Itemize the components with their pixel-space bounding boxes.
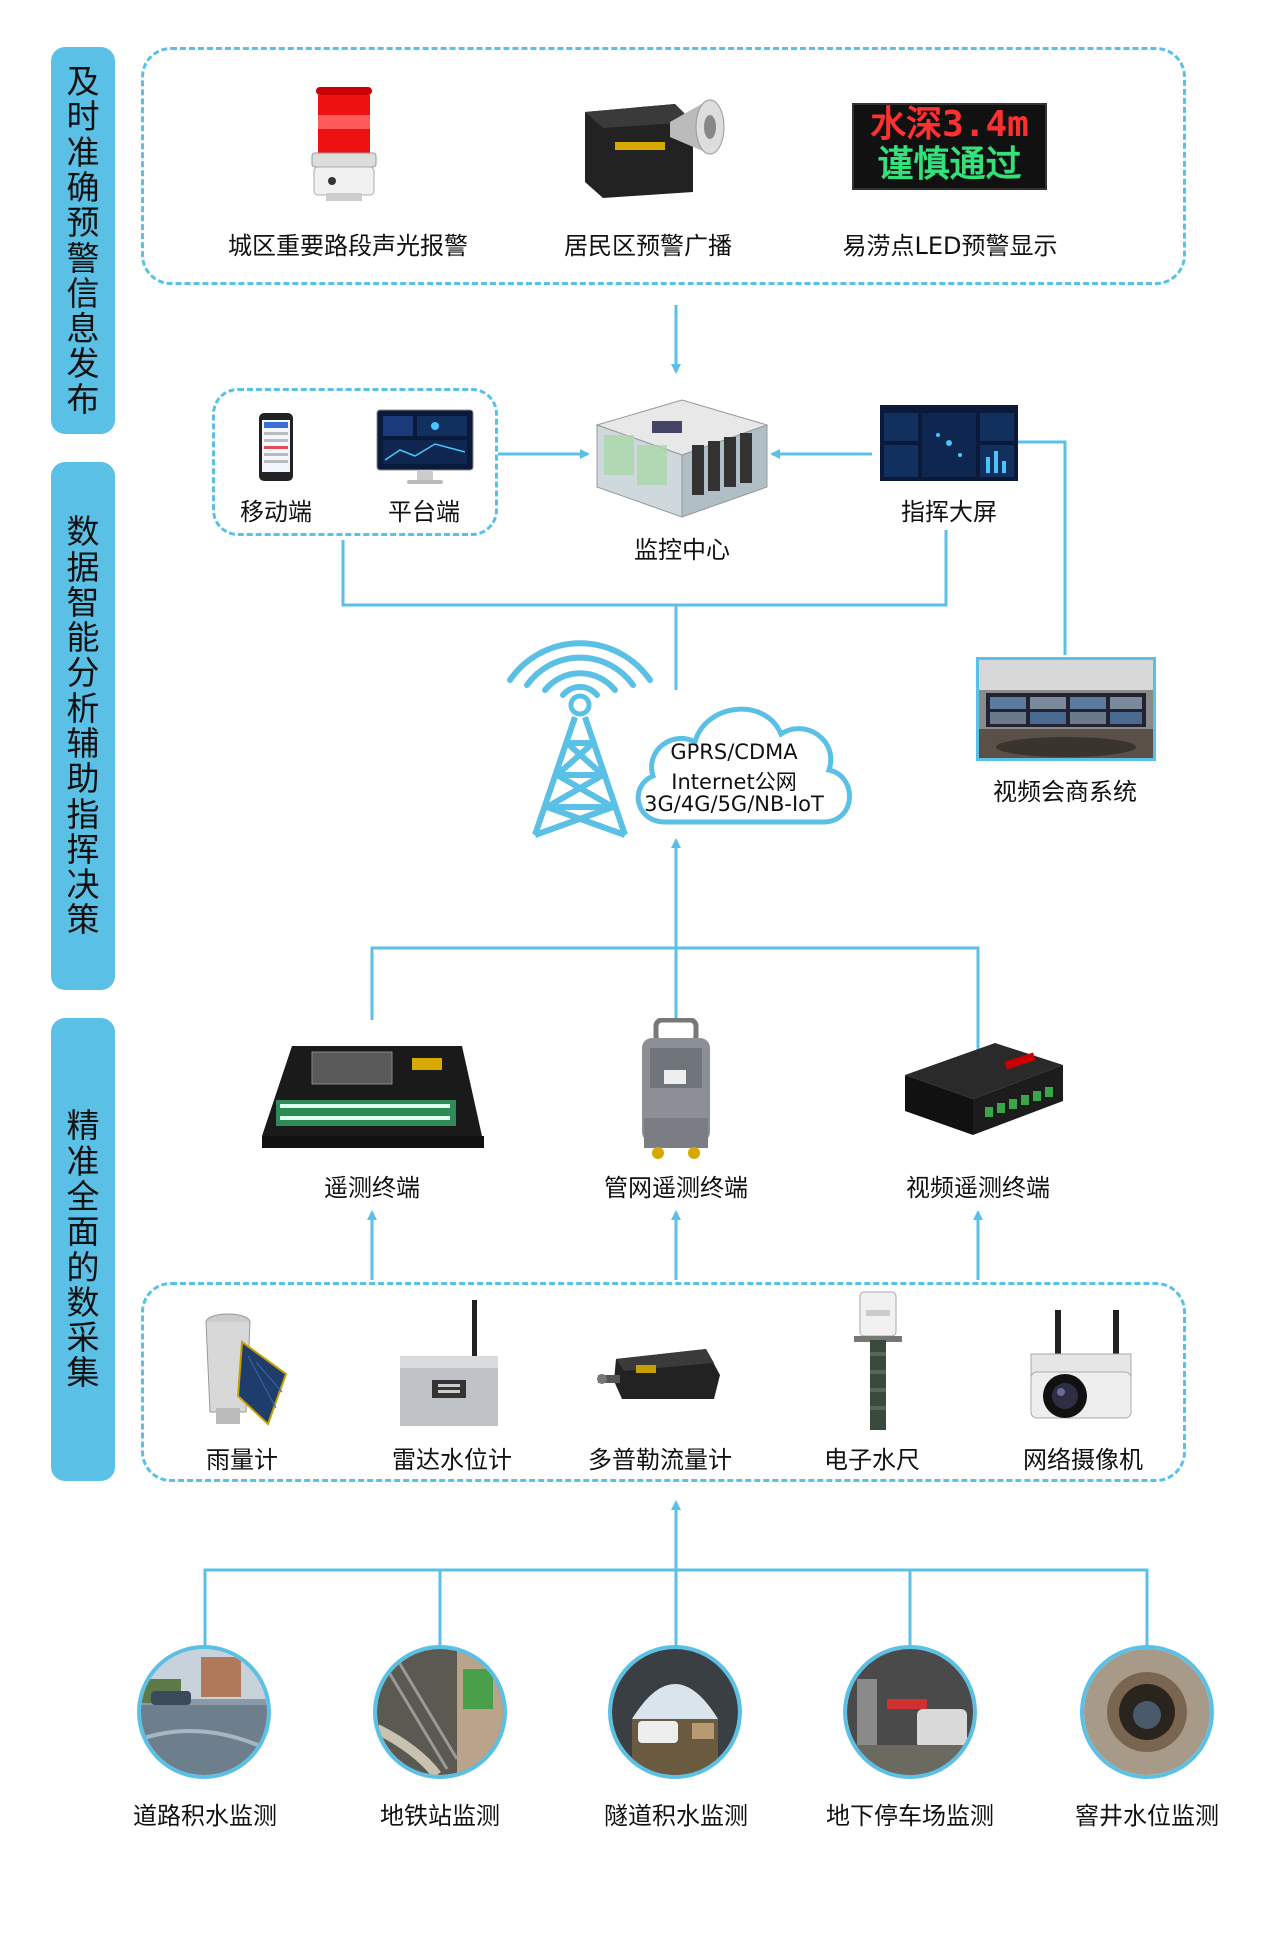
manhole-photo — [1080, 1645, 1214, 1779]
video-conference-label: 视频会商系统 — [993, 778, 1137, 806]
collection-side-label: 精准全面的数采集 — [51, 1018, 115, 1481]
network-camera-icon — [1030, 1310, 1132, 1419]
video-telemetry-terminal-icon — [905, 1043, 1063, 1135]
big-screen-label: 指挥大屏 — [901, 498, 997, 526]
pipe-telemetry-terminal-label: 管网遥测终端 — [604, 1174, 748, 1202]
rain-gauge-label: 雨量计 — [206, 1446, 278, 1474]
tunnel-label: 隧道积水监测 — [604, 1802, 748, 1830]
subway-label: 地铁站监测 — [380, 1802, 500, 1830]
light-alarm-label: 城区重要路段声光报警 — [228, 232, 468, 260]
desktop-monitor-icon — [376, 409, 474, 484]
doppler-label: 多普勒流量计 — [588, 1446, 732, 1474]
video-telemetry-terminal-label: 视频遥测终端 — [906, 1174, 1050, 1202]
underground-parking-photo — [843, 1645, 977, 1779]
command-big-screen-icon — [880, 405, 1018, 481]
telemetry-terminal-icon — [262, 1046, 484, 1148]
tunnel-scene-graphic — [612, 1649, 738, 1775]
monitor-center-room-icon — [595, 399, 769, 518]
subway-scene-graphic — [377, 1649, 503, 1775]
tunnel-waterlogging-photo — [608, 1645, 742, 1779]
broadcast-speaker-icon — [585, 99, 725, 198]
video-conference-photo — [976, 657, 1156, 761]
subway-station-photo — [373, 1645, 507, 1779]
platform-label: 平台端 — [388, 498, 460, 526]
led-line-2: 谨慎通过 — [877, 144, 1022, 185]
manhole-scene-graphic — [1084, 1649, 1210, 1775]
signal-tower-icon — [507, 640, 653, 838]
warning-devices-box — [141, 47, 1186, 285]
radar-level-gauge-icon — [400, 1300, 498, 1426]
parking-scene-graphic — [847, 1649, 973, 1775]
road-waterlogging-photo — [137, 1645, 271, 1779]
mobile-label: 移动端 — [240, 498, 312, 526]
led-line-1: 水深3.4m — [870, 104, 1029, 145]
led-display-label: 易涝点LED预警显示 — [842, 232, 1058, 260]
network-line-2: Internet公网 — [671, 770, 797, 794]
manhole-label: 窨井水位监测 — [1075, 1802, 1219, 1830]
broadcast-label: 居民区预警广播 — [564, 232, 732, 260]
analysis-side-label: 数据智能分析 辅助指挥决策 — [51, 462, 115, 990]
telemetry-terminal-label: 遥测终端 — [324, 1174, 420, 1202]
cloud-network-icon — [635, 706, 852, 825]
warning-side-label: 及时准确预警信息发布 — [51, 47, 115, 434]
electronic-staff-gauge-icon — [854, 1291, 902, 1430]
staff-gauge-label: 电子水尺 — [824, 1446, 920, 1474]
network-line-3: 3G/4G/5G/NB-IoT — [644, 792, 824, 816]
client-box — [212, 388, 498, 536]
radar-label: 雷达水位计 — [392, 1446, 512, 1474]
parking-label: 地下停车场监测 — [826, 1802, 994, 1830]
road-scene-graphic — [141, 1649, 267, 1775]
doppler-flowmeter-icon — [597, 1349, 720, 1399]
sensors-box — [141, 1282, 1186, 1482]
road-label: 道路积水监测 — [133, 1802, 277, 1830]
pipe-telemetry-terminal-icon — [642, 1018, 710, 1159]
rain-gauge-icon — [205, 1313, 288, 1426]
led-display-panel: 水深3.4m 谨慎通过 — [852, 103, 1047, 190]
mobile-phone-icon — [259, 413, 293, 481]
light-alarm-icon — [311, 87, 377, 201]
network-line-1: GPRS/CDMA — [670, 740, 798, 764]
monitor-center-label: 监控中心 — [634, 536, 730, 564]
camera-label: 网络摄像机 — [1023, 1446, 1143, 1474]
